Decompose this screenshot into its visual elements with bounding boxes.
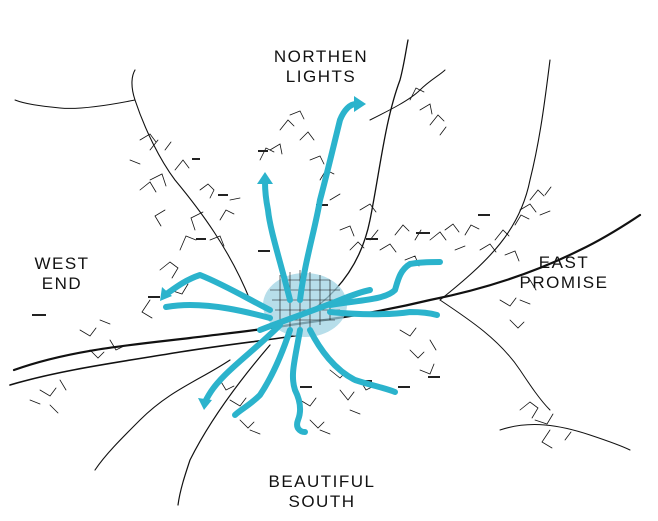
road-east-loop <box>439 299 551 411</box>
road-northwest <box>131 69 251 301</box>
route-north <box>297 101 359 303</box>
region-label-east-line2: PROMISE <box>519 273 609 292</box>
route-south-hook <box>289 327 308 435</box>
region-label-north: NORTHEN LIGHTS <box>262 47 380 87</box>
route-south-east <box>307 327 398 395</box>
route-lines <box>162 101 443 435</box>
route-east-low <box>327 309 440 318</box>
region-label-south: BEAUTIFUL SOUTH <box>252 472 392 512</box>
route-west-low <box>163 302 273 321</box>
road-far-east <box>499 424 631 451</box>
region-label-west-line2: END <box>41 274 83 293</box>
route-south <box>232 327 293 418</box>
region-label-east-line1: EAST <box>538 253 590 272</box>
route-arrow-icon <box>198 398 212 410</box>
route-west <box>162 272 273 313</box>
region-label-south-line2: SOUTH <box>288 492 356 511</box>
route-south-west <box>202 322 283 405</box>
region-label-west: WEST END <box>22 254 102 294</box>
route-center-cross <box>257 287 373 333</box>
region-label-east: EAST PROMISE <box>508 253 620 293</box>
route-arrow-icon <box>257 172 273 184</box>
route-arrow-icon <box>354 96 366 112</box>
minor-roads <box>29 87 572 449</box>
road-north-curve <box>369 69 446 121</box>
route-arrow-icon <box>160 287 172 301</box>
region-label-north-line1: NORTHEN <box>273 47 369 66</box>
region-label-west-line1: WEST <box>34 254 90 273</box>
route-east <box>327 259 443 308</box>
region-label-south-line1: BEAUTIFUL <box>268 472 376 491</box>
route-north-west <box>262 179 293 303</box>
road-southwest <box>94 359 231 471</box>
region-label-north-line2: LIGHTS <box>285 67 357 86</box>
road-west-branch <box>14 99 136 109</box>
route-arrows <box>160 96 366 410</box>
rail-line <box>439 59 551 301</box>
road-south <box>177 344 271 506</box>
